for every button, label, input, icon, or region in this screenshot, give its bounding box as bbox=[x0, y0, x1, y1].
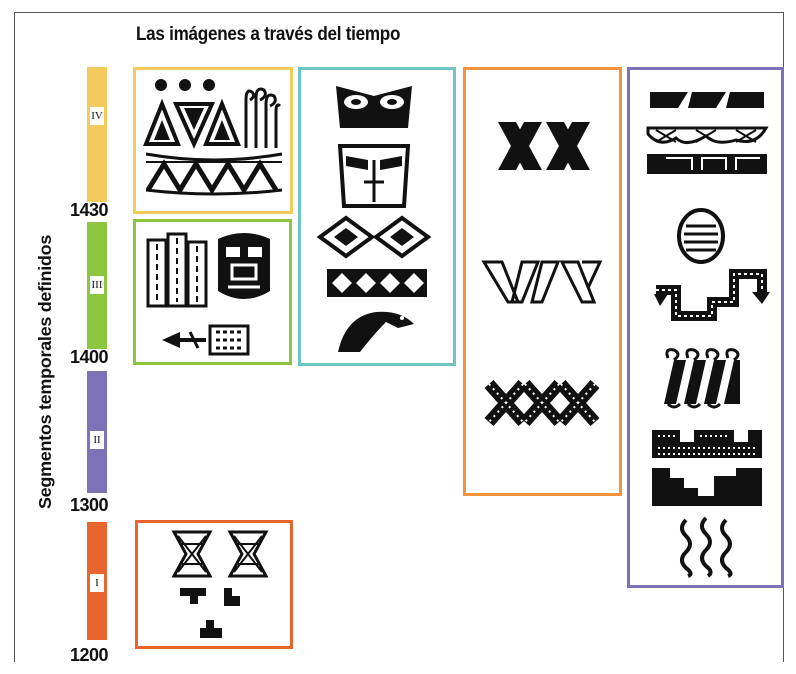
segment-ii: II bbox=[87, 371, 107, 493]
steps-motif bbox=[180, 588, 240, 638]
year-label-1200: 1200 bbox=[70, 645, 109, 665]
segment-label: IV bbox=[90, 107, 104, 125]
hourglass-net-motif bbox=[171, 530, 269, 578]
diamond-band-motif bbox=[327, 269, 427, 297]
year-label-1300: 1300 bbox=[70, 495, 109, 515]
bird-mask-motif bbox=[336, 86, 412, 128]
diamonds-motif bbox=[316, 215, 432, 259]
year-label-1430: 1430 bbox=[70, 200, 109, 220]
segment-i: I bbox=[87, 522, 107, 640]
condor-motif bbox=[338, 311, 414, 352]
motif-box-orange-bottom bbox=[135, 520, 293, 649]
xxx-net-motif bbox=[484, 379, 600, 427]
dotted-step-motif bbox=[652, 430, 762, 458]
motif-box-yellow bbox=[133, 67, 293, 214]
figure-title: Las imágenes a través del tiempo bbox=[136, 24, 401, 45]
zigzag-band-motif bbox=[145, 152, 283, 196]
sawtooth-motif bbox=[650, 92, 764, 108]
mask-face-motif bbox=[218, 233, 270, 299]
chevron-net-motif bbox=[481, 260, 603, 304]
segment-iii: III bbox=[87, 222, 107, 349]
pillars-motif bbox=[146, 232, 208, 308]
triangles-motif bbox=[143, 98, 241, 149]
y-axis-label: Segmentos temporales definidos bbox=[36, 234, 56, 510]
segment-iv: IV bbox=[87, 67, 107, 202]
motif-box-teal bbox=[298, 67, 456, 366]
spiral-wave-motif bbox=[664, 348, 740, 409]
oval-motif bbox=[677, 208, 725, 264]
motif-box-green bbox=[133, 219, 292, 365]
face-mask-motif bbox=[337, 144, 411, 208]
segment-label: I bbox=[90, 574, 104, 592]
serpent-fret-motif bbox=[654, 269, 770, 321]
wavy-lines-motif bbox=[680, 516, 733, 578]
segment-label: III bbox=[90, 276, 104, 294]
motif-box-orange bbox=[463, 67, 622, 496]
scallop-net-motif bbox=[646, 126, 769, 144]
xx-motif bbox=[498, 122, 590, 170]
plumes-motif bbox=[244, 87, 282, 148]
dots-motif bbox=[155, 79, 215, 91]
step-fret-motif bbox=[647, 154, 767, 174]
motif-box-purple bbox=[627, 67, 784, 588]
year-label-1400: 1400 bbox=[70, 347, 109, 367]
segment-label: II bbox=[90, 431, 104, 449]
figure-motif bbox=[162, 324, 250, 356]
solid-step-motif bbox=[652, 468, 762, 506]
